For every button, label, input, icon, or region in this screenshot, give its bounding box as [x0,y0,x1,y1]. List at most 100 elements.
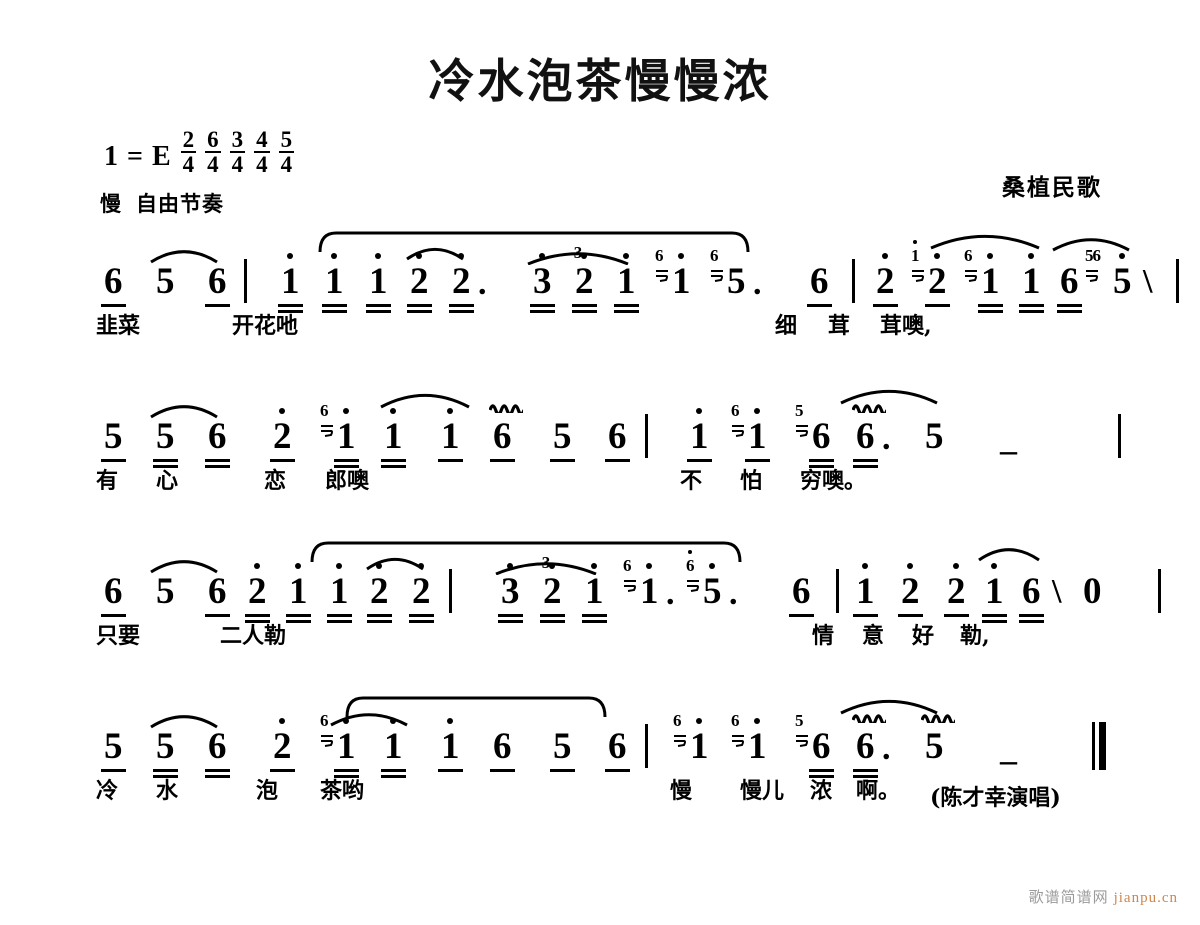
slur-arc [1052,235,1130,252]
barline [836,569,839,613]
barline [1158,569,1161,613]
grace-note: 1 [911,240,919,264]
beam-line [153,465,178,468]
note-1: 1 [334,728,359,778]
note-digit: 2 [452,261,471,302]
note-digit: 5 [727,261,746,302]
grace-note-curl-icon [795,424,810,437]
note-digit: 1 [672,261,691,302]
note-1: 1 [438,726,462,772]
note-digit: 5 [156,416,175,457]
note-digit: 2 [947,571,966,612]
note-5: 5 [925,728,944,765]
meter-numerator: 2 [182,127,195,152]
augmentation-dot: . [882,730,891,767]
note-digit: 2 [543,571,562,612]
note-digit: 6 [208,571,227,612]
phrase-bracket [318,231,750,258]
meter-numerator: 5 [280,127,293,152]
note-digit: 1 [325,261,344,302]
note-2: 2 [873,263,897,307]
note-6: 6 [205,571,229,617]
time-signature-4: 4 4 [254,128,270,177]
note-1: 1 [687,418,711,462]
note-6: 6 [490,726,514,772]
note-digit: 1 [748,416,767,457]
performer-credit: (陈才幸演唱) [930,785,1061,811]
note-6: 6 [809,728,834,778]
beam-line [582,620,607,623]
lyric-syllable: 只要 [96,623,141,649]
note-digit: 2 [370,571,389,612]
note-1: 1 [582,573,607,623]
note-digit: 5 [703,571,722,612]
beam-line [809,775,834,778]
mordent-icon [851,710,889,728]
note-digit: 1 [441,726,460,767]
lyric-syllable: 水 [156,778,179,804]
barline [1176,259,1179,303]
beam-line [409,620,434,623]
sustain-dash: – [1000,742,1017,779]
note-2: 2 [449,261,474,313]
lyric-syllable: 浓 [810,778,833,804]
note-digit: 5 [553,416,572,457]
note-digit: 6 [208,261,227,302]
note-2: 2 [925,263,949,307]
mordent-icon [851,400,889,418]
note-digit: 6 [104,261,123,302]
lyric-syllable: 不 [680,468,703,494]
note-2: 2 [367,571,392,623]
note-digit: 6 [810,261,829,302]
grace-note-curl-icon [320,734,335,747]
note-1: 1 [327,573,352,623]
note-1: 1 [286,573,311,623]
lyrics-row: 冷水泡茶哟慢慢儿浓啊。(陈才幸演唱) [0,780,1200,820]
note-digit: 5 [156,261,175,302]
augmentation-dot: . [478,265,487,302]
lyric-syllable: 韭菜 [96,313,141,339]
grace-note: 6 [710,246,718,265]
note-digit: 2 [575,261,594,302]
tempo-detail: 自由节奏 [136,191,224,216]
note-digit: 6 [856,726,875,767]
beam-line [449,310,474,313]
lyric-syllable: 细 [775,313,798,339]
grace-note-curl-icon [964,269,979,282]
note-1: 1 [322,261,347,313]
lyrics-row: 韭菜开花吔细茸茸噢, [0,315,1200,355]
lyric-syllable: 茸 [828,313,851,339]
note-digit: 1 [1022,261,1041,302]
lyric-syllable: 穷噢。 [800,468,867,494]
meter-denominator: 4 [205,151,221,178]
note-1: 1 [438,418,462,462]
grace-note-curl-icon [655,269,670,282]
note-5: 5 [703,573,722,610]
lyrics-row: 有心恋郎噢不怕穷噢。 [0,470,1200,510]
augmentation-dot: . [729,575,738,612]
meter-denominator: 4 [254,151,270,178]
note-digit: 1 [369,261,388,302]
grace-note-curl-icon [731,734,746,747]
note-digit: 1 [281,261,300,302]
grace-note: 6 [686,550,694,574]
note-digit: 6 [208,416,227,457]
note-2: 2 [898,573,922,617]
beam-line [245,620,270,623]
lyric-syllable: 冷 [96,778,119,804]
note-digit: 6 [493,726,512,767]
beam-line [540,620,565,623]
grace-octave-dot [687,550,692,554]
grace-note: 6 [320,711,328,730]
beam-line [367,620,392,623]
lyric-syllable: 心 [156,468,179,494]
note-digit: 6 [608,416,627,457]
grace-note: 6 [673,711,681,730]
note-6: 6 [490,418,514,462]
barline [244,259,247,303]
